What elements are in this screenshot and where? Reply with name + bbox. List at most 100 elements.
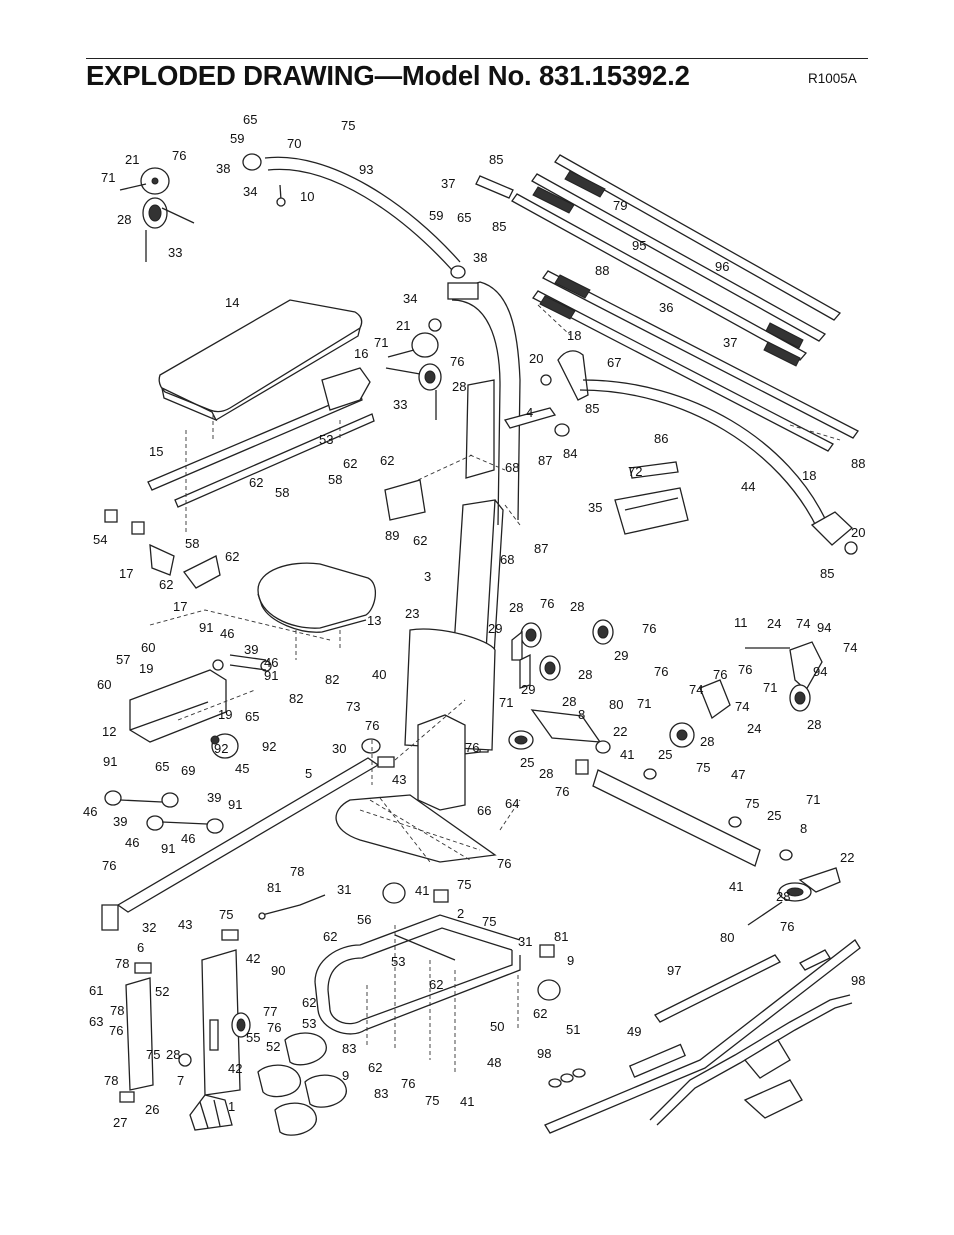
callout-label: 29 <box>521 682 535 697</box>
base-frame <box>314 882 561 1035</box>
callout-label: 76 <box>713 667 727 682</box>
callout-label: 53 <box>391 954 405 969</box>
callout-label: 95 <box>632 238 646 253</box>
callout-label: 28 <box>166 1047 180 1062</box>
diamond-plate <box>335 794 497 863</box>
center-bracket <box>417 714 466 811</box>
callout-label: 71 <box>806 792 820 807</box>
upper-arm <box>242 153 466 279</box>
callout-label: 9 <box>342 1068 349 1083</box>
callout-label: 14 <box>225 295 239 310</box>
handle-rack <box>614 461 689 535</box>
callout-label: 46 <box>264 655 278 670</box>
callout-label: 19 <box>139 661 153 676</box>
callout-label: 74 <box>796 616 810 631</box>
curved-handle <box>540 350 858 555</box>
callout-label: 96 <box>715 259 729 274</box>
callout-label: 48 <box>487 1055 501 1070</box>
callout-label: 8 <box>800 821 807 836</box>
callout-label: 34 <box>403 291 417 306</box>
callout-label: 66 <box>477 803 491 818</box>
callout-label: 82 <box>289 691 303 706</box>
callout-label: 58 <box>328 472 342 487</box>
callout-label: 62 <box>380 453 394 468</box>
cable-hooks <box>548 1068 586 1088</box>
callout-label: 76 <box>738 662 752 677</box>
callout-label: 65 <box>243 112 257 127</box>
callout-label: 76 <box>109 1023 123 1038</box>
callout-label: 89 <box>385 528 399 543</box>
callout-label: 65 <box>245 709 259 724</box>
callout-label: 71 <box>374 335 388 350</box>
callout-label: 76 <box>780 919 794 934</box>
callout-label: 25 <box>520 755 534 770</box>
callout-label: 73 <box>346 699 360 714</box>
callout-label: 46 <box>83 804 97 819</box>
callout-label: 82 <box>325 672 339 687</box>
callout-label: 58 <box>275 485 289 500</box>
callout-label: 21 <box>396 318 410 333</box>
callout-label: 33 <box>393 397 407 412</box>
callout-label: 44 <box>741 479 755 494</box>
callout-label: 20 <box>851 525 865 540</box>
callout-label: 91 <box>199 620 213 635</box>
callout-label: 26 <box>145 1102 159 1117</box>
callout-label: 49 <box>627 1024 641 1039</box>
callout-label: 92 <box>214 741 228 756</box>
callout-label: 42 <box>246 951 260 966</box>
callout-label: 71 <box>637 696 651 711</box>
callout-label: 68 <box>500 552 514 567</box>
callout-label: 57 <box>116 652 130 667</box>
callout-label: 75 <box>745 796 759 811</box>
callout-label: 21 <box>125 152 139 167</box>
callout-label: 71 <box>763 680 777 695</box>
callout-label: 85 <box>489 152 503 167</box>
callout-label: 71 <box>101 170 115 185</box>
callout-label: 46 <box>181 831 195 846</box>
callout-label: 19 <box>218 707 232 722</box>
callout-label: 92 <box>262 739 276 754</box>
bracket-89 <box>384 479 426 521</box>
cap-and-spacer <box>361 738 395 768</box>
callout-label: 75 <box>146 1047 160 1062</box>
callout-label: 71 <box>499 695 513 710</box>
long-frame <box>101 757 380 931</box>
right-arm <box>508 709 793 867</box>
callout-label: 17 <box>173 599 187 614</box>
callout-label: 91 <box>103 754 117 769</box>
callout-label: 28 <box>578 667 592 682</box>
callout-label: 61 <box>89 983 103 998</box>
callout-label: 34 <box>243 184 257 199</box>
callout-label: 76 <box>465 740 479 755</box>
pulley-assembly-top-left <box>119 167 195 262</box>
callout-label: 74 <box>843 640 857 655</box>
callout-label: 76 <box>654 664 668 679</box>
page-title: EXPLODED DRAWING—Model No. 831.15392.2 <box>86 60 690 91</box>
callout-label: 41 <box>620 747 634 762</box>
callout-label: 15 <box>149 444 163 459</box>
callout-label: 76 <box>267 1020 281 1035</box>
callout-label: 29 <box>614 648 628 663</box>
callout-label: 43 <box>178 917 192 932</box>
callout-label: 50 <box>490 1019 504 1034</box>
pulley-bracket-right <box>511 619 614 689</box>
callout-label: 74 <box>735 699 749 714</box>
callout-label: 28 <box>539 766 553 781</box>
callout-label: 84 <box>563 446 577 461</box>
brackets-17 <box>149 543 221 589</box>
callout-label: 41 <box>415 883 429 898</box>
callout-label: 76 <box>172 148 186 163</box>
callout-label: 98 <box>851 973 865 988</box>
callout-label: 91 <box>161 841 175 856</box>
callout-label: 24 <box>767 616 781 631</box>
assembly-lines <box>149 304 841 1075</box>
callout-label: 25 <box>767 808 781 823</box>
callout-label: 16 <box>354 346 368 361</box>
document-code: R1005A <box>808 71 857 86</box>
callout-label: 7 <box>177 1073 184 1088</box>
callout-labels: 65 70 75 59 93 38 21 76 71 34 10 28 33 3… <box>83 112 865 1130</box>
callout-label: 85 <box>492 219 506 234</box>
callout-label: 51 <box>566 1022 580 1037</box>
callout-label: 78 <box>104 1073 118 1088</box>
